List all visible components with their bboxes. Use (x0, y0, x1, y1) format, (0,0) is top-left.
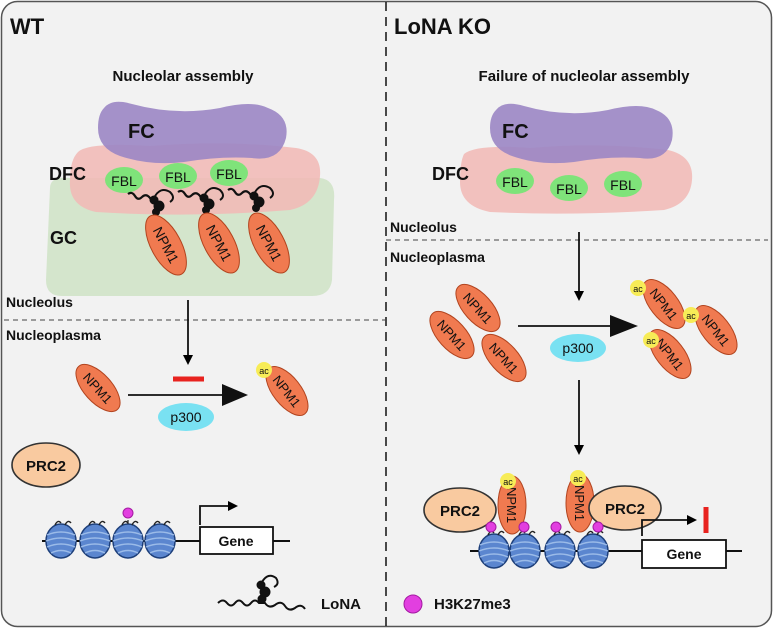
legend: LoNA H3K27me3 (217, 574, 511, 614)
gc-label: GC (50, 228, 77, 248)
p300-label: p300 (562, 340, 593, 356)
p300-right: p300 (550, 334, 606, 362)
ko-title: LoNA KO (394, 14, 491, 39)
wt-title: WT (10, 14, 45, 39)
ac-label: ac (259, 366, 269, 376)
h3k27me3-mark (122, 507, 134, 519)
npm1-label: NPM1 (572, 485, 587, 521)
right-nucleoplasma-label: Nucleoplasma (390, 249, 485, 265)
dfc-label: DFC (49, 164, 86, 184)
left-caption: Nucleolar assembly (113, 68, 255, 85)
npm1-label: NPM1 (504, 487, 519, 523)
tss-arrow-left (199, 501, 238, 525)
npm1-group-right: NPM1 NPM1 NPM1 (429, 284, 527, 382)
p300-left: p300 (158, 403, 214, 431)
acetylation-arrowhead (222, 384, 248, 406)
acetylation-arrowhead-right (610, 315, 638, 337)
h3k27me3-mark (550, 521, 562, 533)
fbl-group-left: FBL FBL FBL (105, 160, 248, 193)
fbl-group-right: FBL FBL FBL (496, 168, 642, 201)
h3k27me3-legend-icon (403, 594, 423, 614)
fc-label: FC (128, 121, 155, 143)
right-caption: Failure of nucleolar assembly (479, 68, 691, 85)
ac-label: ac (633, 284, 643, 294)
fc-region-right (490, 103, 673, 164)
h3k27me3-mark (592, 521, 604, 533)
dfc-label-right: DFC (432, 164, 469, 184)
ac-label: ac (503, 477, 513, 487)
prc2-label: PRC2 (26, 458, 66, 475)
fc-region (98, 101, 287, 164)
h3k27me3-mark (518, 521, 530, 533)
left-nucleolus-label: Nucleolus (6, 294, 73, 310)
lona-legend-icon (217, 574, 306, 611)
lona-legend-label: LoNA (321, 596, 361, 613)
chromatin-left: Gene (42, 501, 290, 559)
fbl-label: FBL (111, 173, 137, 189)
gene-label: Gene (666, 546, 701, 562)
fbl-label: FBL (165, 169, 191, 185)
fbl-label: FBL (502, 174, 528, 190)
h3k27me3-legend-label: H3K27me3 (434, 596, 511, 613)
ac-label: ac (646, 336, 656, 346)
gene-label: Gene (218, 533, 253, 549)
fc-label-right: FC (502, 121, 529, 143)
fbl-label: FBL (610, 177, 636, 193)
chromatin-right: NPM1 ac NPM1 ac PRC2 PRC2 Gene (423, 470, 742, 569)
fbl-label: FBL (556, 181, 582, 197)
h3k27me3-mark (485, 521, 497, 533)
p300-label: p300 (170, 409, 201, 425)
fbl-label: FBL (216, 166, 242, 182)
tss-arrow-right (641, 515, 697, 536)
prc2-label: PRC2 (440, 503, 480, 520)
prc2-right-1: PRC2 (423, 487, 497, 533)
gene-box-right (641, 539, 727, 569)
prc2-label: PRC2 (605, 501, 645, 518)
right-nucleolus-label: Nucleolus (390, 219, 457, 235)
left-nucleoplasma-label: Nucleoplasma (6, 327, 101, 343)
prc2-right-2: PRC2 (588, 485, 662, 531)
ac-label: ac (686, 311, 696, 321)
gene-box-left (199, 526, 274, 555)
prc2-left: PRC2 (11, 442, 81, 488)
ac-label: ac (573, 474, 583, 484)
